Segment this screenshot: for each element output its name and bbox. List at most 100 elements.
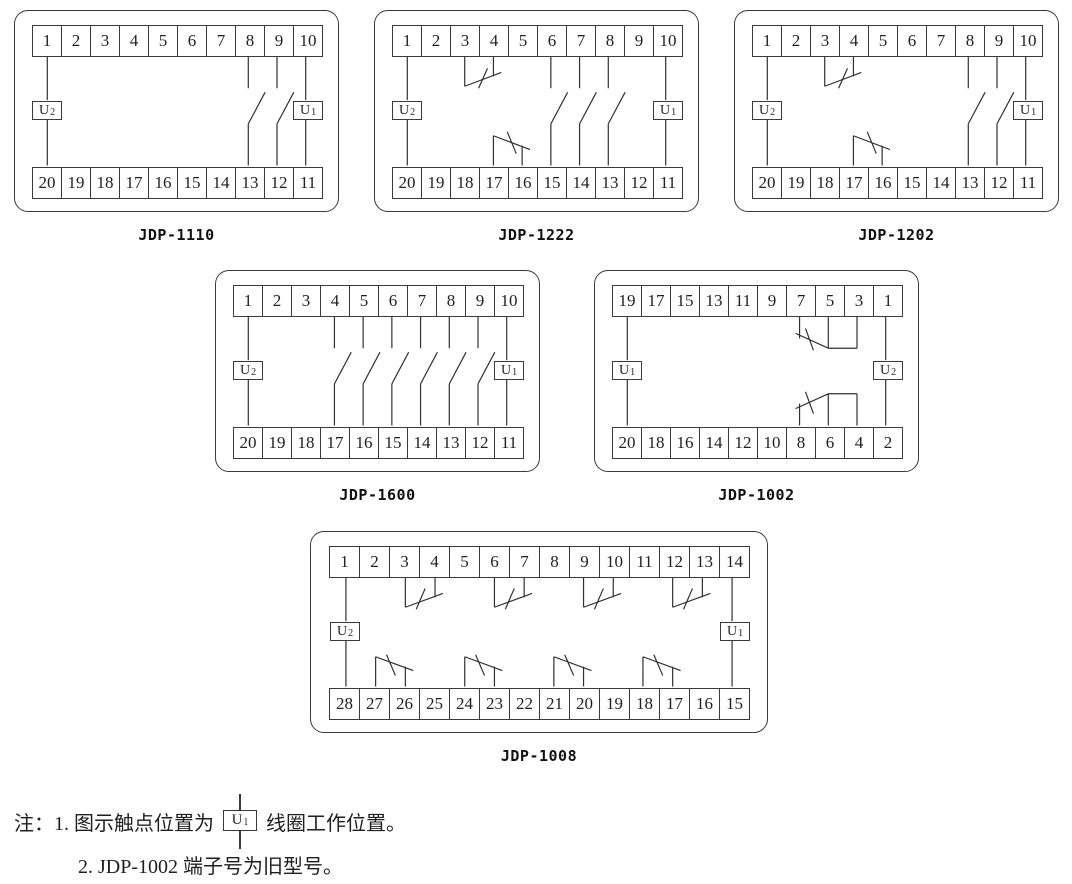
- terminal-cell: 5: [148, 25, 178, 57]
- terminal-cell: 14: [206, 167, 236, 199]
- terminal-cell: 5: [449, 546, 480, 578]
- terminal-cell: 13: [235, 167, 265, 199]
- terminal-cell: 2: [61, 25, 91, 57]
- terminal-cell: 17: [839, 167, 869, 199]
- coil-label: U: [398, 102, 410, 118]
- terminal-cell: 12: [624, 167, 654, 199]
- terminal-cell: 17: [320, 427, 350, 459]
- terminal-cell: 18: [291, 427, 321, 459]
- coil-label: U: [879, 362, 891, 378]
- terminal-cell: 8: [235, 25, 265, 57]
- terminal-cell: 26: [389, 688, 420, 720]
- terminal-cell: 18: [90, 167, 120, 199]
- terminal-cell: 3: [291, 285, 321, 317]
- terminal-cell: 10: [757, 427, 787, 459]
- terminal-cell: 7: [407, 285, 437, 317]
- terminal-cell: 7: [509, 546, 540, 578]
- terminal-cell: 9: [569, 546, 600, 578]
- coil-wires: [626, 316, 887, 426]
- terminal-cell: 10: [653, 25, 683, 57]
- terminal-cell: 25: [419, 688, 450, 720]
- terminal-cell: 1: [329, 546, 360, 578]
- coil-label: U: [758, 102, 770, 118]
- terminal-cell: 16: [349, 427, 379, 459]
- terminal-cell: 9: [757, 285, 787, 317]
- terminal-cell: 1: [873, 285, 903, 317]
- terminal-cell: 22: [509, 688, 540, 720]
- coil-label: U: [239, 362, 251, 378]
- contact-symbols: [824, 56, 1015, 166]
- terminal-cell: 5: [815, 285, 845, 317]
- diagram-label: JDP-1110: [138, 226, 215, 244]
- coil-sub: 1: [512, 366, 518, 378]
- coil-wire-bottom: [239, 831, 241, 849]
- terminal-cell: 7: [206, 25, 236, 57]
- coil-sub: 1: [671, 106, 677, 118]
- terminal-cell: 14: [719, 546, 750, 578]
- coil-wires: [345, 577, 733, 687]
- terminal-cell: 10: [293, 25, 323, 57]
- coil-sub: 2: [251, 366, 257, 378]
- terminal-cell: 11: [728, 285, 758, 317]
- terminal-cell: 4: [839, 25, 869, 57]
- terminal-cell: 11: [629, 546, 660, 578]
- terminal-cell: 20: [392, 167, 422, 199]
- terminal-cell: 8: [955, 25, 985, 57]
- terminal-cell: 13: [699, 285, 729, 317]
- terminal-cell: 15: [670, 285, 700, 317]
- coil-label: U: [336, 623, 348, 639]
- wiring-jdp-1202: [766, 56, 1027, 166]
- terminal-cell: 16: [868, 167, 898, 199]
- terminal-cell: 17: [659, 688, 690, 720]
- terminal-cell: 4: [479, 25, 509, 57]
- coil-wire-top: [239, 794, 241, 810]
- terminal-cell: 3: [844, 285, 874, 317]
- terminal-cell: 7: [566, 25, 596, 57]
- coil-label: U: [618, 362, 630, 378]
- coil-sub: 2: [891, 366, 897, 378]
- terminal-cell: 3: [450, 25, 480, 57]
- note-line-1-suffix: 线圈工作位置。: [266, 813, 406, 835]
- coil-sub: 1: [630, 366, 636, 378]
- coil-label: U: [659, 102, 671, 118]
- terminal-cell: 12: [264, 167, 294, 199]
- terminal-cell: 18: [450, 167, 480, 199]
- terminal-cell: 13: [436, 427, 466, 459]
- terminal-cell: 12: [984, 167, 1014, 199]
- contact-symbols: [333, 316, 496, 426]
- coil-wires: [247, 316, 508, 426]
- terminal-cell: 5: [868, 25, 898, 57]
- wiring-jdp-1002: [626, 316, 887, 426]
- terminal-cell: 1: [233, 285, 263, 317]
- coil-sub: 1: [243, 816, 249, 828]
- coil-sub: 2: [770, 106, 776, 118]
- terminal-cell: 15: [537, 167, 567, 199]
- terminal-cell: 10: [494, 285, 524, 317]
- terminal-cell: 6: [815, 427, 845, 459]
- terminal-cell: 16: [670, 427, 700, 459]
- terminal-cell: 5: [508, 25, 538, 57]
- terminal-cell: 17: [119, 167, 149, 199]
- terminal-cell: 19: [612, 285, 642, 317]
- coil-label: U: [38, 102, 50, 118]
- terminal-cell: 6: [177, 25, 207, 57]
- terminal-cell: 14: [566, 167, 596, 199]
- terminal-cell: 6: [897, 25, 927, 57]
- terminal-cell: 19: [599, 688, 630, 720]
